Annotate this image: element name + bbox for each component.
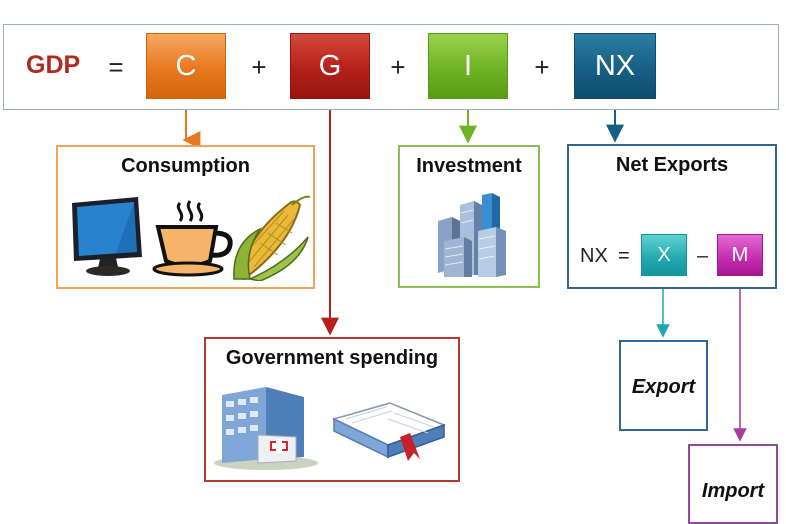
plus-sign: + <box>390 52 406 82</box>
coffee-cup-icon <box>152 200 233 277</box>
term-g-tile: G <box>290 33 370 99</box>
nx-formula-equals: = <box>618 245 630 267</box>
book-icon <box>331 402 447 461</box>
consumption-title: Consumption <box>121 155 250 177</box>
export-label: Export <box>631 376 696 398</box>
consumption-box: Consumption <box>56 145 315 289</box>
nx-formula-minus: – <box>697 245 709 267</box>
gdp-label: GDP <box>26 51 81 79</box>
hospital-icon <box>214 387 318 470</box>
export-box: Export <box>619 340 708 431</box>
import-label: Import <box>701 480 765 502</box>
x-tile: X <box>641 234 687 276</box>
investment-box: Investment <box>398 145 540 288</box>
skyscrapers-icon <box>438 193 506 277</box>
nx-formula-lhs: NX <box>580 245 608 267</box>
term-nx-tile: NX <box>574 33 656 99</box>
import-box: Import <box>688 444 778 524</box>
government-spending-box: Government spending <box>204 337 460 482</box>
m-tile: M <box>717 234 763 276</box>
corn-icon <box>233 195 311 281</box>
plus-sign: + <box>534 52 550 82</box>
term-c-tile: C <box>146 33 226 99</box>
computer-monitor-icon <box>72 197 142 276</box>
government-spending-title: Government spending <box>225 347 439 369</box>
plus-sign: + <box>251 52 267 82</box>
investment-title: Investment <box>416 155 522 177</box>
term-i-tile: I <box>428 33 508 99</box>
equals-sign: = <box>108 52 124 82</box>
net-exports-title: Net Exports <box>615 154 729 176</box>
